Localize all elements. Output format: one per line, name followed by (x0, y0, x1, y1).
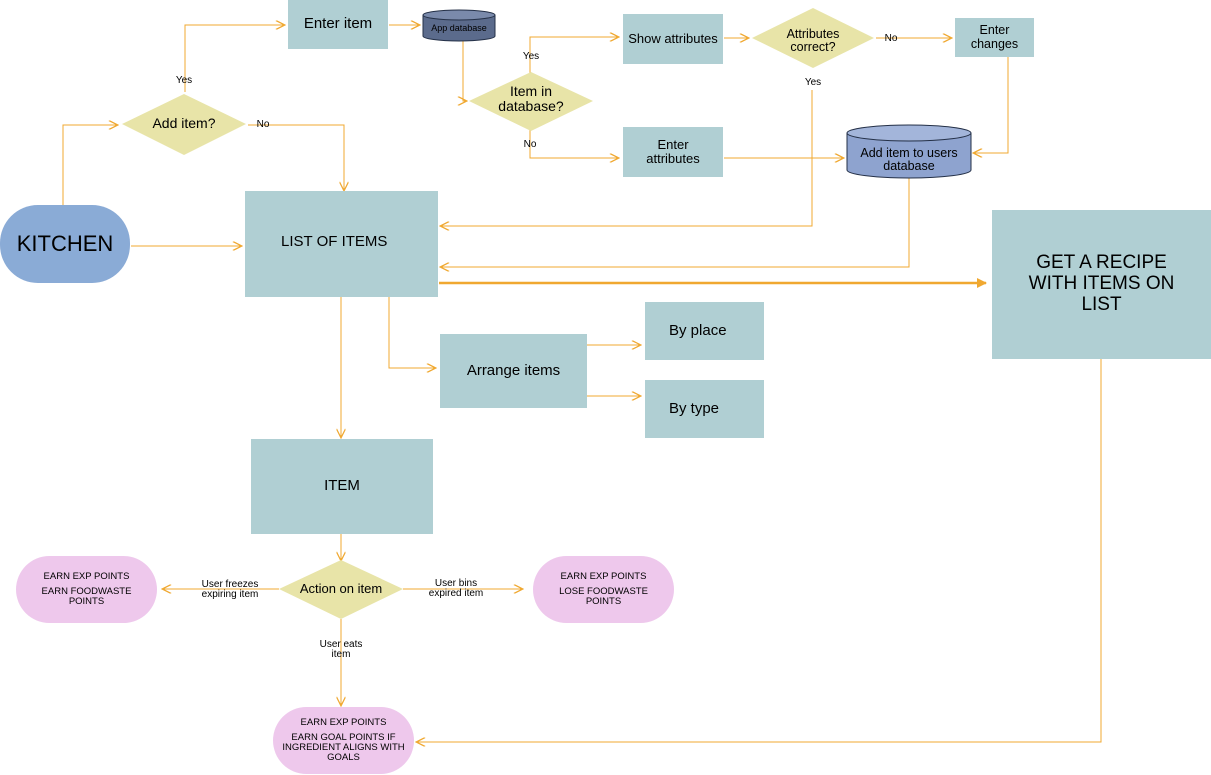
bin-reward-line-2: LOSE FOODWASTE POINTS (559, 586, 648, 607)
eat-reward-line-2: EARN GOAL POINTS IF INGREDIENT ALIGNS WI… (282, 732, 405, 763)
get-recipe-box: GET A RECIPE WITH ITEMS ON LIST (992, 210, 1211, 359)
item-label: ITEM (324, 477, 360, 495)
label-correct-yes: Yes (804, 77, 822, 88)
edge-app-db-to-check (463, 40, 466, 101)
enter-item-label: Enter item (303, 15, 373, 33)
get-recipe-label: GET A RECIPE WITH ITEMS ON LIST (1028, 252, 1175, 315)
edge-add-item-yes (184, 25, 284, 92)
edge-in-db-yes (529, 37, 618, 75)
label-freezes: User freezes expiring item (201, 579, 259, 600)
bin-reward-line-1: EARN EXP POINTS (560, 571, 647, 583)
freeze-reward-line-2: EARN FOODWASTE POINTS (41, 586, 132, 607)
label-eats: User eats item (319, 639, 363, 660)
freeze-reward: EARN EXP POINTS EARN FOODWASTE POINTS (16, 556, 157, 623)
label-correct-no: No (884, 33, 898, 44)
edge-recipe-to-eat-reward (417, 359, 1102, 742)
edge-list-to-arrange (388, 297, 435, 368)
edge-changes-to-users-db (974, 57, 1009, 153)
list-of-items-box: LIST OF ITEMS (245, 191, 438, 297)
enter-changes-box: Enter changes (955, 18, 1034, 57)
decision-item-in-database (469, 72, 593, 131)
users-database-cylinder (846, 124, 972, 179)
list-of-items-label: LIST OF ITEMS (281, 233, 388, 250)
label-in-db-no: No (523, 139, 537, 150)
decision-add-item (122, 94, 246, 155)
edge-correct-yes (441, 90, 813, 226)
edge-kitchen-to-add-item (62, 125, 117, 205)
label-add-yes: Yes (175, 75, 193, 86)
decision-attributes-correct (752, 8, 874, 68)
by-type-label: By type (669, 399, 720, 417)
show-attributes-label: Show attributes (628, 30, 718, 46)
eat-reward: EARN EXP POINTS EARN GOAL POINTS IF INGR… (273, 707, 414, 774)
by-type-box: By type (645, 380, 764, 438)
by-place-label: By place (669, 321, 727, 339)
decision-action-on-item (279, 560, 403, 619)
arrange-items-box: Arrange items (440, 334, 587, 408)
label-add-no: No (256, 119, 270, 130)
enter-changes-label: Enter changes (970, 22, 1019, 51)
freeze-reward-line-1: EARN EXP POINTS (43, 571, 130, 583)
kitchen-start: KITCHEN (0, 205, 130, 283)
by-place-box: By place (645, 302, 764, 360)
app-database-cylinder (422, 9, 496, 42)
enter-attributes-label: Enter attributes (646, 136, 700, 166)
enter-attributes-box: Enter attributes (623, 127, 723, 177)
edge-users-db-to-list (441, 178, 910, 267)
kitchen-label: KITCHEN (16, 230, 114, 256)
label-bins: User bins expired item (428, 578, 484, 599)
arrange-items-label: Arrange items (466, 361, 561, 379)
item-box: ITEM (251, 439, 433, 534)
enter-item-box: Enter item (288, 0, 388, 49)
eat-reward-line-1: EARN EXP POINTS (300, 717, 387, 729)
bin-reward: EARN EXP POINTS LOSE FOODWASTE POINTS (533, 556, 674, 623)
edge-add-item-no (248, 124, 344, 190)
edge-in-db-no (529, 130, 618, 158)
show-attributes-box: Show attributes (623, 14, 723, 64)
label-in-db-yes: Yes (522, 51, 540, 62)
